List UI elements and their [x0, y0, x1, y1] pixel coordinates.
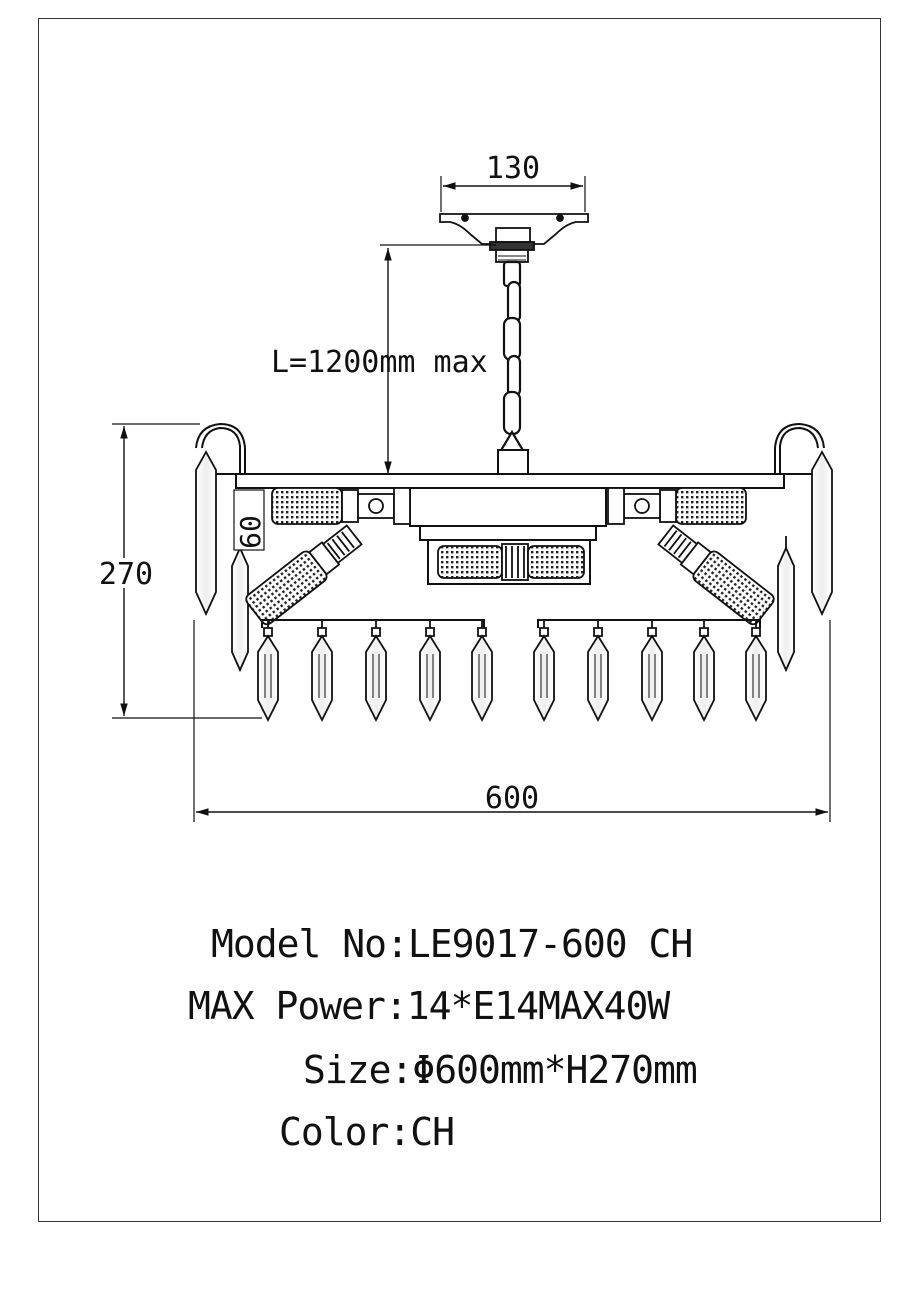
- bulb-left-angled: [245, 524, 363, 626]
- canopy-width-label: 130: [486, 151, 540, 186]
- frame-bar: [200, 473, 818, 489]
- diameter-dimension: 600: [193, 620, 831, 822]
- bulb-left-horizontal: [271, 487, 411, 525]
- hanging-crystal: [693, 620, 715, 723]
- frame-height-dimension: 60: [233, 489, 267, 551]
- total-height-label: 270: [99, 557, 153, 592]
- max-power: MAX Power:14*E14MAX40W: [188, 984, 670, 1028]
- hanging-crystal: [419, 620, 441, 723]
- hanging-crystal: [471, 620, 493, 723]
- hanging-crystal: [745, 620, 767, 723]
- model-number: Model No:LE9017-600 CH: [211, 922, 693, 966]
- size-spec: Size:Φ600mm*H270mm: [303, 1048, 698, 1092]
- chain-length-label: L=1200mm max: [271, 345, 488, 380]
- hanging-crystal-row: [257, 620, 767, 723]
- color-spec: Color:CH: [279, 1110, 455, 1154]
- side-crystals: [195, 450, 833, 673]
- hanging-crystal: [641, 620, 663, 723]
- canopy-width-dimension: 130: [440, 151, 586, 212]
- frame-height-label: 60: [234, 515, 267, 549]
- hanging-crystal: [365, 620, 387, 723]
- suspension-chain: [498, 260, 526, 454]
- hanging-crystal: [587, 620, 609, 723]
- total-height-dimension: 270: [95, 423, 262, 719]
- crystal-rails: [261, 619, 761, 628]
- chain-length-dimension: L=1200mm max: [271, 244, 496, 474]
- bulb-right-angled: [657, 524, 775, 626]
- hanging-crystal: [257, 620, 279, 723]
- diameter-label: 600: [485, 781, 539, 816]
- hanging-crystal: [311, 620, 333, 723]
- side-hook-left: [195, 422, 246, 474]
- hanging-crystal: [533, 620, 555, 723]
- side-hook-right: [774, 422, 825, 474]
- bulb-right-horizontal: [607, 487, 747, 525]
- bulbs-center: [437, 543, 585, 581]
- ceiling-canopy: [439, 213, 589, 263]
- drawing-border: [38, 18, 881, 1222]
